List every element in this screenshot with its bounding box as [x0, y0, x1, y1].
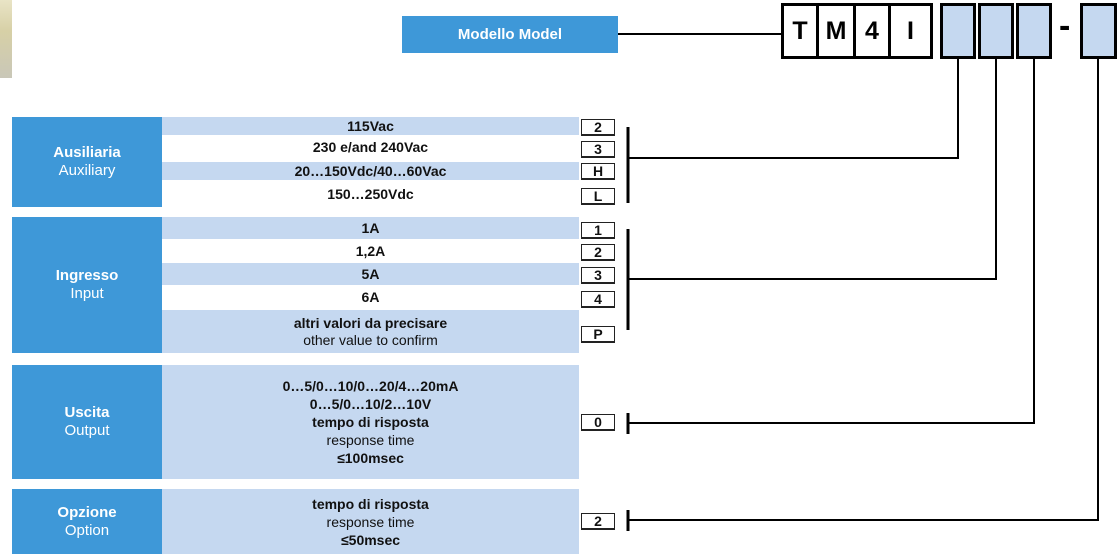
- input-option-5-en: other value to confirm: [303, 332, 438, 349]
- code-slot-auxiliary: [940, 3, 976, 59]
- output-line-3: tempo di risposta: [312, 413, 429, 431]
- input-label-en: Input: [70, 285, 103, 303]
- auxiliary-code-box: L: [581, 188, 615, 205]
- input-option-3: 5A: [162, 263, 579, 285]
- code-slot-option: [1080, 3, 1117, 59]
- code-slot-input: [978, 3, 1014, 59]
- output-label-en: Output: [64, 422, 109, 440]
- code-letter-i: I: [888, 3, 933, 59]
- auxiliary-option-2: 230 e/and 240Vac: [162, 138, 579, 156]
- option-line-2: response time: [327, 513, 415, 531]
- input-label: Ingresso Input: [12, 217, 162, 353]
- code-letter-t: T: [781, 3, 819, 59]
- output-code-box: 0: [581, 414, 615, 431]
- code-separator: -: [1059, 7, 1070, 46]
- input-code-box: P: [581, 326, 615, 343]
- auxiliary-code-box: 3: [581, 141, 615, 158]
- auxiliary-option-1: 115Vac: [162, 117, 579, 135]
- output-connector: [629, 59, 1034, 423]
- option-code-box: 2: [581, 513, 615, 530]
- option-line-3: ≤50msec: [341, 531, 400, 549]
- output-line-2: 0…5/0…10/2…10V: [310, 395, 431, 413]
- code-letter-m: M: [816, 3, 856, 59]
- input-code-box: 2: [581, 244, 615, 261]
- input-option-2: 1,2A: [162, 241, 579, 262]
- output-option: 0…5/0…10/0…20/4…20mA 0…5/0…10/2…10V temp…: [162, 365, 579, 479]
- auxiliary-connector: [629, 59, 958, 158]
- input-code-box: 4: [581, 291, 615, 308]
- input-code-box: 1: [581, 222, 615, 239]
- option-line-1: tempo di risposta: [312, 495, 429, 513]
- input-option-4: 6A: [162, 287, 579, 308]
- output-line-4: response time: [327, 431, 415, 449]
- input-option-1: 1A: [162, 217, 579, 239]
- code-slot-output: [1016, 3, 1052, 59]
- input-code-box: 3: [581, 267, 615, 284]
- auxiliary-label-en: Auxiliary: [59, 162, 116, 180]
- auxiliary-label-it: Ausiliaria: [53, 144, 121, 162]
- option-connector: [629, 59, 1098, 520]
- output-line-5: ≤100msec: [337, 449, 404, 467]
- auxiliary-code-box: H: [581, 163, 615, 180]
- input-option-5: altri valori da precisare other value to…: [162, 310, 579, 353]
- code-digit-4: 4: [853, 3, 891, 59]
- option-label-en: Option: [65, 522, 109, 540]
- auxiliary-code-box: 2: [581, 119, 615, 136]
- model-label: Modello Model: [402, 16, 618, 53]
- output-label: Uscita Output: [12, 365, 162, 479]
- output-line-1: 0…5/0…10/0…20/4…20mA: [283, 377, 459, 395]
- auxiliary-option-4: 150…250Vdc: [162, 185, 579, 203]
- option-label: Opzione Option: [12, 489, 162, 554]
- auxiliary-label: Ausiliaria Auxiliary: [12, 117, 162, 207]
- input-option-5-it: altri valori da precisare: [294, 315, 447, 332]
- output-label-it: Uscita: [64, 404, 109, 422]
- option-label-it: Opzione: [57, 504, 116, 522]
- auxiliary-option-3: 20…150Vdc/40…60Vac: [162, 162, 579, 180]
- input-label-it: Ingresso: [56, 267, 119, 285]
- option-option: tempo di risposta response time ≤50msec: [162, 489, 579, 554]
- input-connector: [629, 59, 996, 279]
